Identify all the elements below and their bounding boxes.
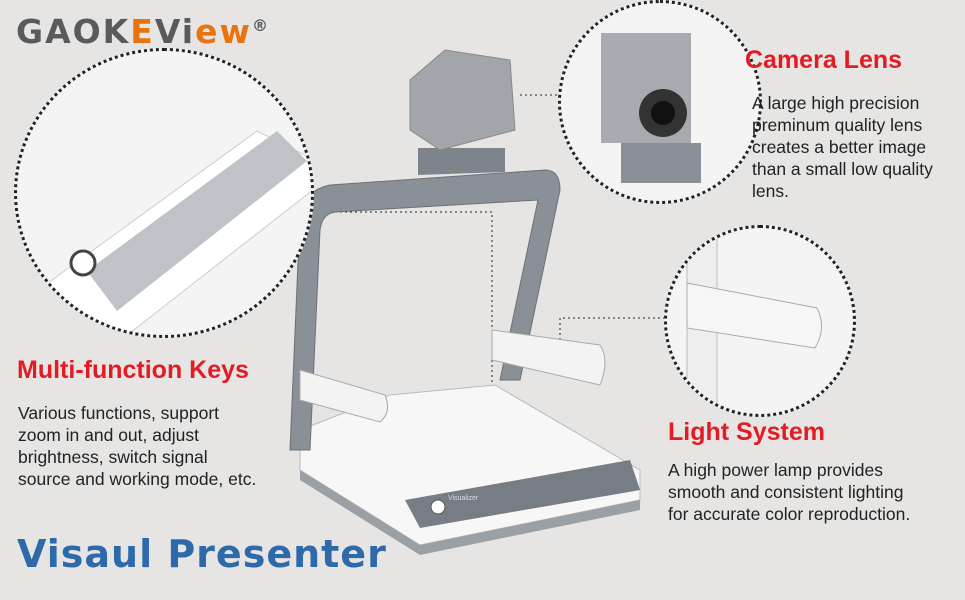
camera-mount xyxy=(418,148,505,175)
base-edge xyxy=(300,470,640,555)
camera-lens-description: A large high precision preminum quality … xyxy=(752,92,933,202)
brand-logo: GAOKEView® xyxy=(16,12,270,51)
description-line: smooth and consistent lighting xyxy=(668,482,904,502)
control-panel xyxy=(405,460,640,528)
logo-text-accent: ew xyxy=(195,12,252,51)
description-line: brightness, switch signal xyxy=(18,447,208,467)
description-line: preminum quality lens xyxy=(752,115,923,135)
callout-line-light xyxy=(559,317,668,345)
light-arm-left xyxy=(299,369,389,423)
registered-mark: ® xyxy=(251,16,270,35)
camera-head xyxy=(409,49,516,151)
light-arm-right xyxy=(491,329,606,386)
description-line: A large high precision xyxy=(752,93,920,113)
description-line: lens. xyxy=(752,181,789,201)
device-label: Visualizer xyxy=(448,495,479,502)
power-button xyxy=(430,499,446,515)
keys-zoom-circle xyxy=(14,48,314,338)
light-system-description: A high power lamp provides smooth and co… xyxy=(668,459,910,525)
camera-zoom-circle xyxy=(558,0,762,204)
multi-function-keys-heading: Multi-function Keys xyxy=(17,356,249,384)
description-line: for accurate color reproduction. xyxy=(668,504,911,524)
description-line: zoom in and out, adjust xyxy=(18,425,199,445)
callout-line-keys xyxy=(300,211,493,470)
description-line: A high power lamp provides xyxy=(668,460,883,480)
multi-function-keys-description: Various functions, support zoom in and o… xyxy=(18,402,256,490)
description-line: Various functions, support xyxy=(18,403,220,423)
description-line: source and working mode, etc. xyxy=(18,469,257,489)
logo-text: GAOK xyxy=(16,12,131,51)
description-line: creates a better image xyxy=(752,137,927,157)
camera-lens-heading: Camera Lens xyxy=(745,46,903,74)
logo-text-accent: E xyxy=(130,12,155,51)
light-system-heading: Light System xyxy=(668,418,825,446)
logo-text: Vi xyxy=(154,12,196,51)
product-title: Visaul Presenter xyxy=(17,532,387,576)
light-zoom-circle xyxy=(664,225,856,417)
description-line: than a small low quality xyxy=(752,159,933,179)
